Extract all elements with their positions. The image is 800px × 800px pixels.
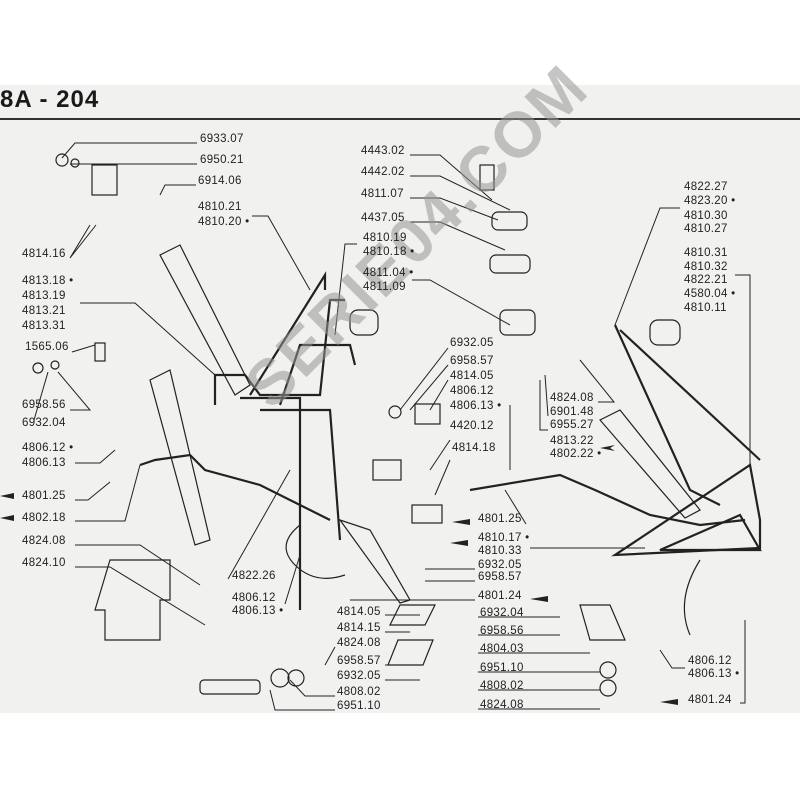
part-number-label: 4813.19 [22,290,66,302]
part-number-label: 1565.06 [25,341,69,353]
title-rule [0,118,800,120]
part-number-label: 4811.04 • [363,267,414,279]
part-number-label: 4824.08 [22,535,66,547]
brake-pipes [139,271,762,610]
part-number-label: 6958.57 [478,571,522,583]
part-number-label: 6955.27 [550,419,594,431]
part-number-label: 6932.04 [480,607,524,619]
part-number-label: 4806.12 [232,592,276,604]
part-number-label: 4810.21 [198,201,242,213]
part-number-label: 4814.05 [337,606,381,618]
part-number-label: 4810.20 • [198,216,250,228]
direction-arrows [0,445,678,705]
part-number-label: 4810.27 [684,223,728,235]
page-title: 8A - 204 [0,86,100,113]
part-number-label: 4813.18 • [22,275,74,287]
part-number-label: 6951.10 [480,662,524,674]
part-number-label: 4814.05 [450,370,494,382]
part-number-label: 4420.12 [450,420,494,432]
part-number-label: 4822.26 [232,570,276,582]
part-number-label: 4801.24 [688,694,732,706]
part-number-label: 4810.11 [684,302,727,314]
part-number-label: 4810.31 [684,247,728,259]
part-number-label: 4824.08 [480,699,524,711]
leader-lines [33,142,751,711]
part-number-label: 4806.13 [22,457,66,469]
part-number-label: 4814.18 [452,442,496,454]
part-number-label: 4810.18 • [363,246,415,258]
part-number-label: 4442.02 [361,166,405,178]
part-number-label: 4801.25 [478,513,522,525]
part-number-label: 6958.56 [22,399,66,411]
part-number-label: 4802.18 [22,512,66,524]
part-number-label: 4443.02 [361,145,405,157]
part-number-label: 4806.12 [450,385,494,397]
part-number-label: 4811.07 [361,188,404,200]
part-number-label: 4810.33 [478,545,522,557]
part-number-label: 4824.08 [337,637,381,649]
part-number-label: 6914.06 [198,175,242,187]
part-number-label: 6951.10 [337,700,381,712]
part-number-label: 4822.27 [684,181,728,193]
part-number-label: 6950.21 [200,154,244,166]
arrow-right-icon [600,445,615,451]
part-number-label: 4801.24 [478,590,522,602]
arrow-left-icon [0,493,14,499]
part-number-label: 4822.21 [684,274,728,286]
arrow-left-icon [450,540,468,546]
part-number-label: 4813.22 [550,435,594,447]
part-number-label: 4811.09 [363,281,406,293]
part-number-label: 4810.32 [684,261,728,273]
part-number-label: 4810.17 • [478,532,530,544]
part-number-label: 6933.07 [200,133,244,145]
part-number-label: 6932.04 [22,417,66,429]
part-number-label: 4437.05 [361,212,405,224]
part-number-label: 4813.31 [22,320,66,332]
arrow-left-icon [0,515,14,521]
part-number-label: 6932.05 [450,337,494,349]
diagram-scan-background [0,85,800,713]
arrow-left-icon [530,596,548,602]
part-number-label: 6932.05 [337,670,381,682]
part-number-label: 6958.57 [337,655,381,667]
part-number-label: 4802.22 • [550,448,602,460]
part-number-label: 4813.21 [22,305,66,317]
part-number-label: 4804.03 [480,643,524,655]
part-number-label: 4810.30 [684,210,728,222]
part-number-label: 4814.16 [22,248,66,260]
part-number-label: 4810.19 [363,232,407,244]
part-number-label: 6958.57 [450,355,494,367]
part-number-label: 4806.13 • [688,668,740,680]
arrow-left-icon [452,519,470,525]
part-number-label: 4580.04 • [684,288,736,300]
part-sketches [32,153,701,697]
part-number-label: 4806.13 • [450,400,502,412]
part-number-label: 4824.08 [550,392,594,404]
part-number-label: 4806.12 • [22,442,74,454]
part-number-label: 6958.56 [480,625,524,637]
part-number-label: 4806.13 • [232,605,284,617]
part-number-label: 4808.02 [480,680,524,692]
part-number-label: 4824.10 [22,557,66,569]
part-number-label: 4801.25 [22,490,66,502]
part-number-label: 4814.15 [337,622,381,634]
part-number-label: 6932.05 [478,559,522,571]
part-number-label: 4806.12 [688,655,732,667]
arrow-left-icon [660,699,678,705]
part-number-label: 4808.02 [337,686,381,698]
part-number-label: 4823.20 • [684,195,736,207]
part-number-label: 6901.48 [550,406,594,418]
